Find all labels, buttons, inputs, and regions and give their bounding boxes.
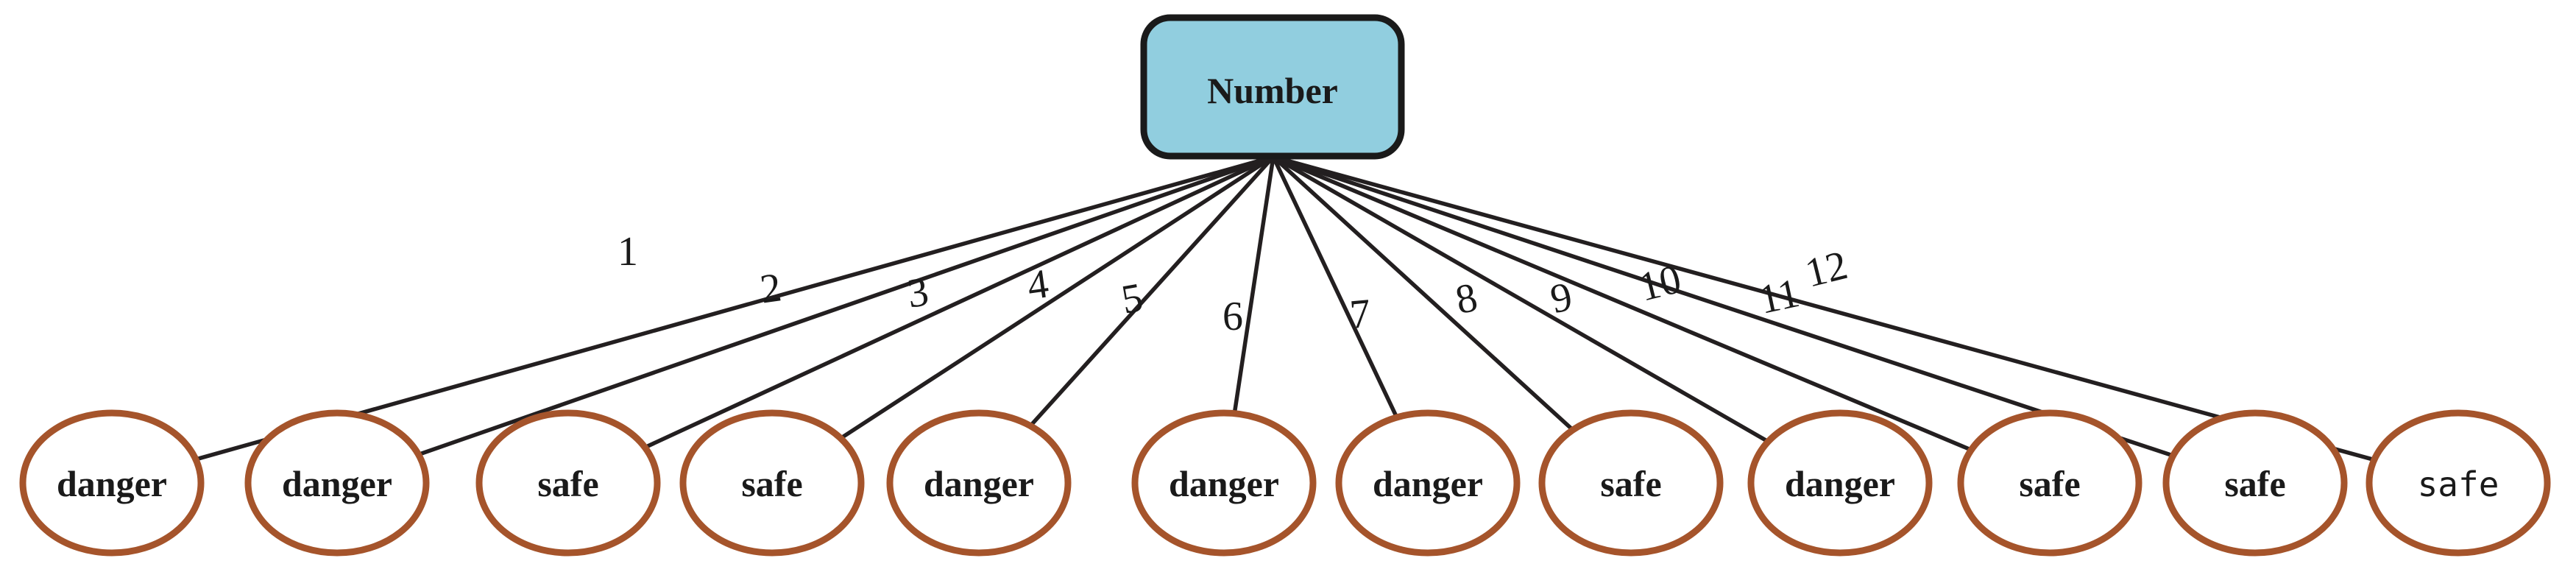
edge-label-6: 6 bbox=[1222, 294, 1243, 339]
leaf-node-label-1: danger bbox=[57, 463, 167, 504]
edge-line-2 bbox=[336, 155, 1274, 485]
leaf-node-label-5: danger bbox=[924, 463, 1034, 504]
leaf-node-label-12: safe bbox=[2418, 465, 2499, 504]
edge-line-3 bbox=[567, 155, 1275, 485]
leaf-node-10 bbox=[1957, 409, 2142, 557]
edge-label-11: 11 bbox=[1755, 270, 1804, 323]
leaf-node-1 bbox=[19, 409, 205, 557]
leaf-node-5 bbox=[886, 409, 1072, 557]
edge-line-9 bbox=[1272, 155, 1841, 485]
root-node-box bbox=[1140, 14, 1405, 160]
leaf-node-label-10: safe bbox=[2019, 463, 2080, 504]
leaf-node-label-7: danger bbox=[1373, 463, 1483, 504]
root-node-label: Number bbox=[1207, 70, 1338, 111]
leaf-node-label-3: safe bbox=[537, 463, 598, 504]
leaf-node-9 bbox=[1747, 409, 1933, 557]
edge-label-8: 8 bbox=[1451, 275, 1481, 323]
edge-label-10: 10 bbox=[1635, 256, 1685, 311]
leaf-node-label-8: safe bbox=[1600, 463, 1661, 504]
leaf-node-7 bbox=[1335, 409, 1521, 557]
edge-line-10 bbox=[1272, 155, 2051, 485]
edge-label-4: 4 bbox=[1025, 261, 1051, 308]
edge-label-5: 5 bbox=[1118, 275, 1146, 323]
edge-label-12: 12 bbox=[1801, 242, 1852, 297]
leaf-node-label-11: safe bbox=[2224, 463, 2285, 504]
edges-layer bbox=[111, 155, 2459, 485]
edge-label-2: 2 bbox=[757, 264, 784, 312]
leaf-node-label-2: danger bbox=[282, 463, 392, 504]
leaf-node-label-6: danger bbox=[1169, 463, 1279, 504]
leaf-node-label-4: safe bbox=[741, 463, 802, 504]
leaf-node-3 bbox=[475, 409, 661, 557]
leaf-node-12 bbox=[2366, 409, 2551, 557]
leaf-node-label-9: danger bbox=[1785, 463, 1895, 504]
leaf-node-6 bbox=[1131, 409, 1317, 557]
leaf-node-4 bbox=[679, 409, 865, 557]
leaf-node-2 bbox=[244, 409, 430, 557]
leaf-node-11 bbox=[2162, 409, 2348, 557]
edge-line-4 bbox=[771, 155, 1275, 485]
leaves-layer: danger danger safe safe danger danger danger sa… bbox=[19, 409, 2551, 557]
edge-label-7: 7 bbox=[1348, 291, 1373, 338]
leaf-node-8 bbox=[1538, 409, 1724, 557]
root-node: Number bbox=[1140, 14, 1405, 160]
edge-label-1: 1 bbox=[618, 229, 638, 275]
